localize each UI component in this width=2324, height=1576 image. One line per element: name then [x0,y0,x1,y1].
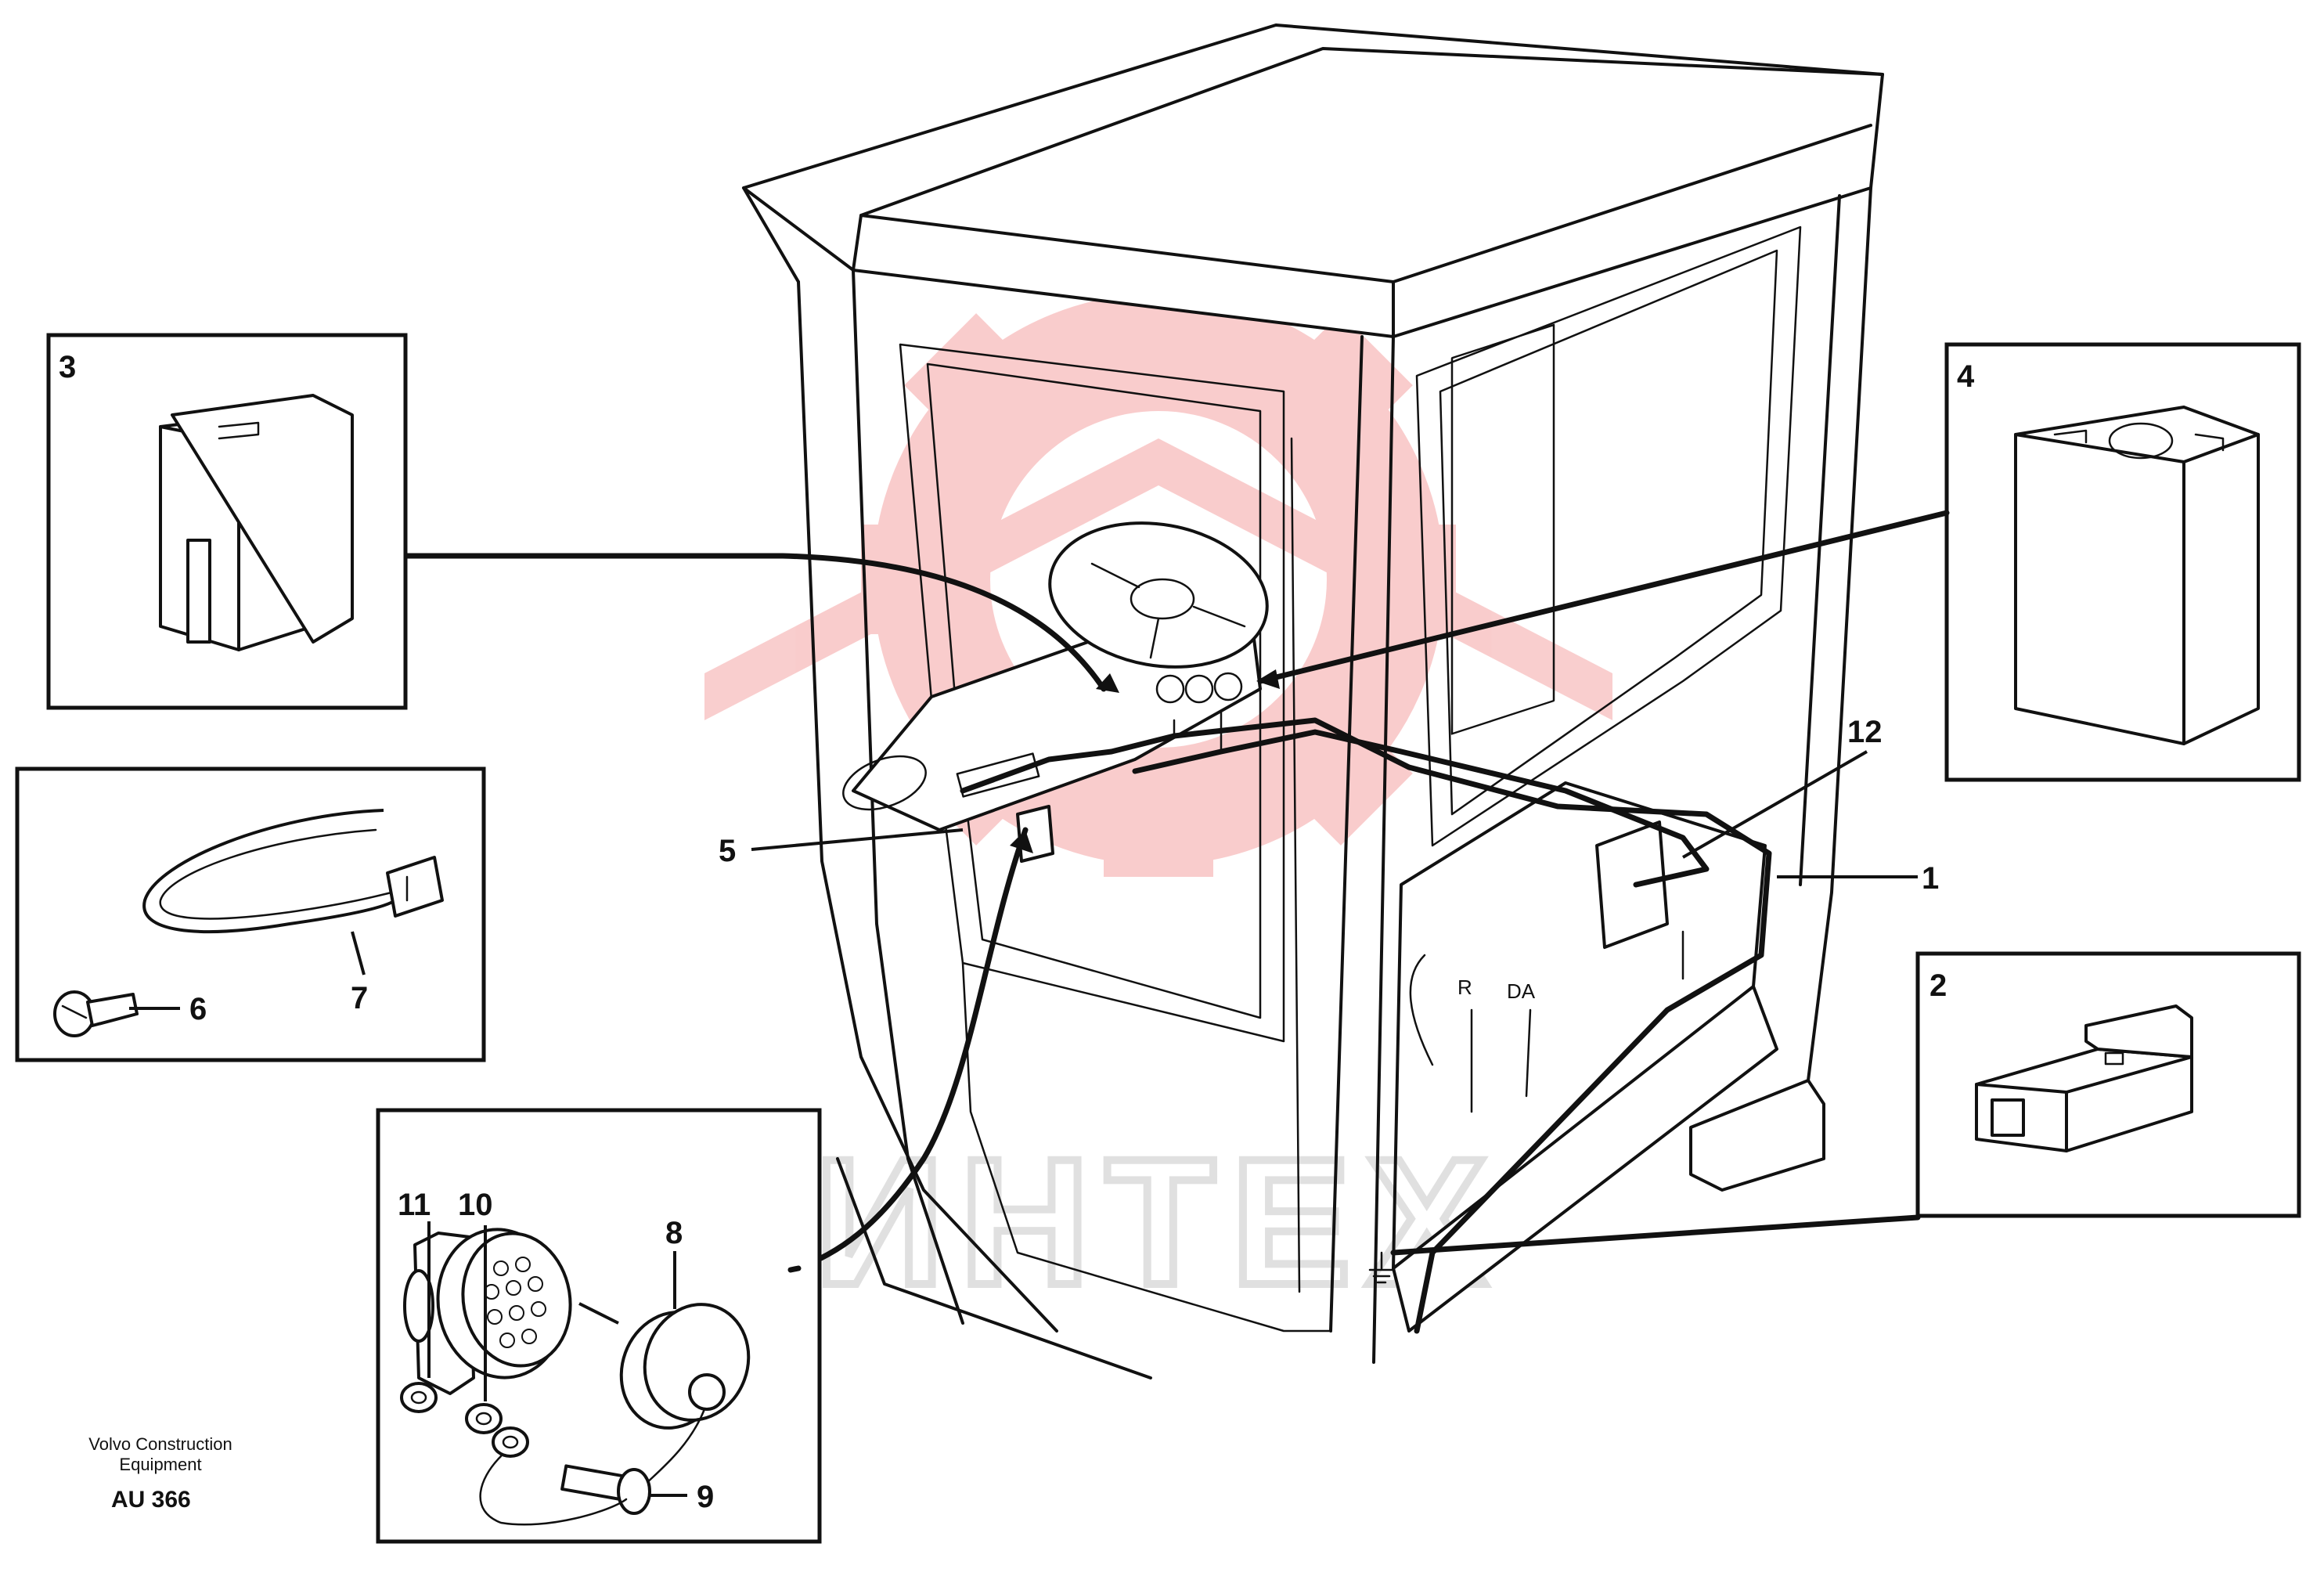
washer-icon [400,1382,438,1413]
screw-icon [53,990,139,1037]
detail-box-2: 2 [1915,951,2301,1218]
cab-roof-left [742,186,800,283]
arrow-icon [1010,830,1033,853]
detail-box-3: 3 [46,333,408,710]
callout-6: 6 [189,992,207,1026]
cab-front-corner [852,269,964,1325]
cab-front-window-inner [926,362,1262,1019]
leader-12 [1682,750,1868,859]
callout-3: 3 [59,350,76,384]
cab-roof [742,23,1884,338]
callout-2: 2 [1929,968,1947,1003]
harness-branch-3 [1409,954,1434,1066]
washer-icon [492,1426,529,1458]
link-box-4 [1257,510,1950,684]
cab-base-step [1689,1079,1825,1192]
cab-roof-ridge [852,47,1884,272]
cab-side-panel-top [1392,781,1767,1270]
harness-main [960,717,1772,1334]
callout-5: 5 [719,834,736,868]
interior-panel [1450,323,1555,735]
detail-box-socket: 11 10 8 9 [376,1108,822,1544]
relay-icon [2014,406,2260,745]
leader-7 [351,931,366,976]
socket-cable [795,827,1029,1271]
steering-spoke-3 [1149,617,1160,659]
callout-8: 8 [665,1216,683,1250]
cab-center-pillar [1329,335,1364,1333]
cap-icon [619,1303,751,1489]
dash-console [852,625,1262,831]
bolt-icon [560,1464,651,1515]
detail-box-6-7: 6 7 [15,766,486,1062]
connector-lines [404,510,1950,1273]
link-box-3 [404,553,1107,692]
arrow-icon [1096,673,1119,693]
cable-tie-icon [142,809,444,933]
detail-box-4: 4 [1944,342,2301,782]
callout-4: 4 [1957,359,1975,394]
cab-door-line [1290,437,1301,1293]
steering-wheel [1048,521,1269,669]
leader-8b [578,1302,619,1325]
steering-spoke-2 [1192,605,1246,628]
footer-code: AU 366 [111,1487,191,1513]
harness-branch-5 [1525,1008,1532,1098]
link-box-2 [1390,1214,1921,1256]
callout-10: 10 [458,1188,493,1222]
callout-11: 11 [398,1188,431,1222]
socket-icon [403,1228,572,1395]
relay-icon [159,394,354,651]
arrow-icon [1256,669,1280,689]
cab-left-wall [797,280,1058,1333]
panel-mark-da: DA [1507,979,1536,1003]
callout-12: 12 [1847,715,1883,749]
gear-icon [704,282,1612,877]
cab-front-window [899,343,1285,1043]
leader-5 [751,828,964,851]
cab-center-pillar-2 [1372,335,1395,1364]
wiring-harness: R DA [795,711,1772,1334]
gauge-cluster [1155,672,1243,704]
washer-icon [465,1403,503,1434]
dash-left-pod [842,755,927,811]
callout-1: 1 [1922,861,1939,896]
cab-side-window-inner [1439,249,1778,816]
footer-company: Volvo Construction [88,1434,232,1454]
cab-lower-front [961,961,1332,1333]
cab [742,23,1884,1379]
cab-base-left [836,1157,1152,1379]
dashboard [842,521,1269,863]
link-box-socket [787,1265,802,1273]
harness-upper [1132,729,1710,888]
callout-7: 7 [351,981,368,1015]
relay-box [1595,820,1669,949]
panel-mark-r: R [1457,976,1472,999]
connector-icon [1975,1004,2193,1152]
steering-spoke-1 [1090,562,1140,589]
cab-right-wall-2 [1799,194,1841,886]
cab-right-wall [1807,186,1872,1082]
ground-icon [1368,1251,1395,1284]
callout-9: 9 [697,1480,714,1514]
retaining-cord [479,1455,628,1526]
steering-hub [1130,578,1195,620]
cab-side-window [1415,225,1802,847]
footer-company-line2: Equipment [119,1455,201,1474]
